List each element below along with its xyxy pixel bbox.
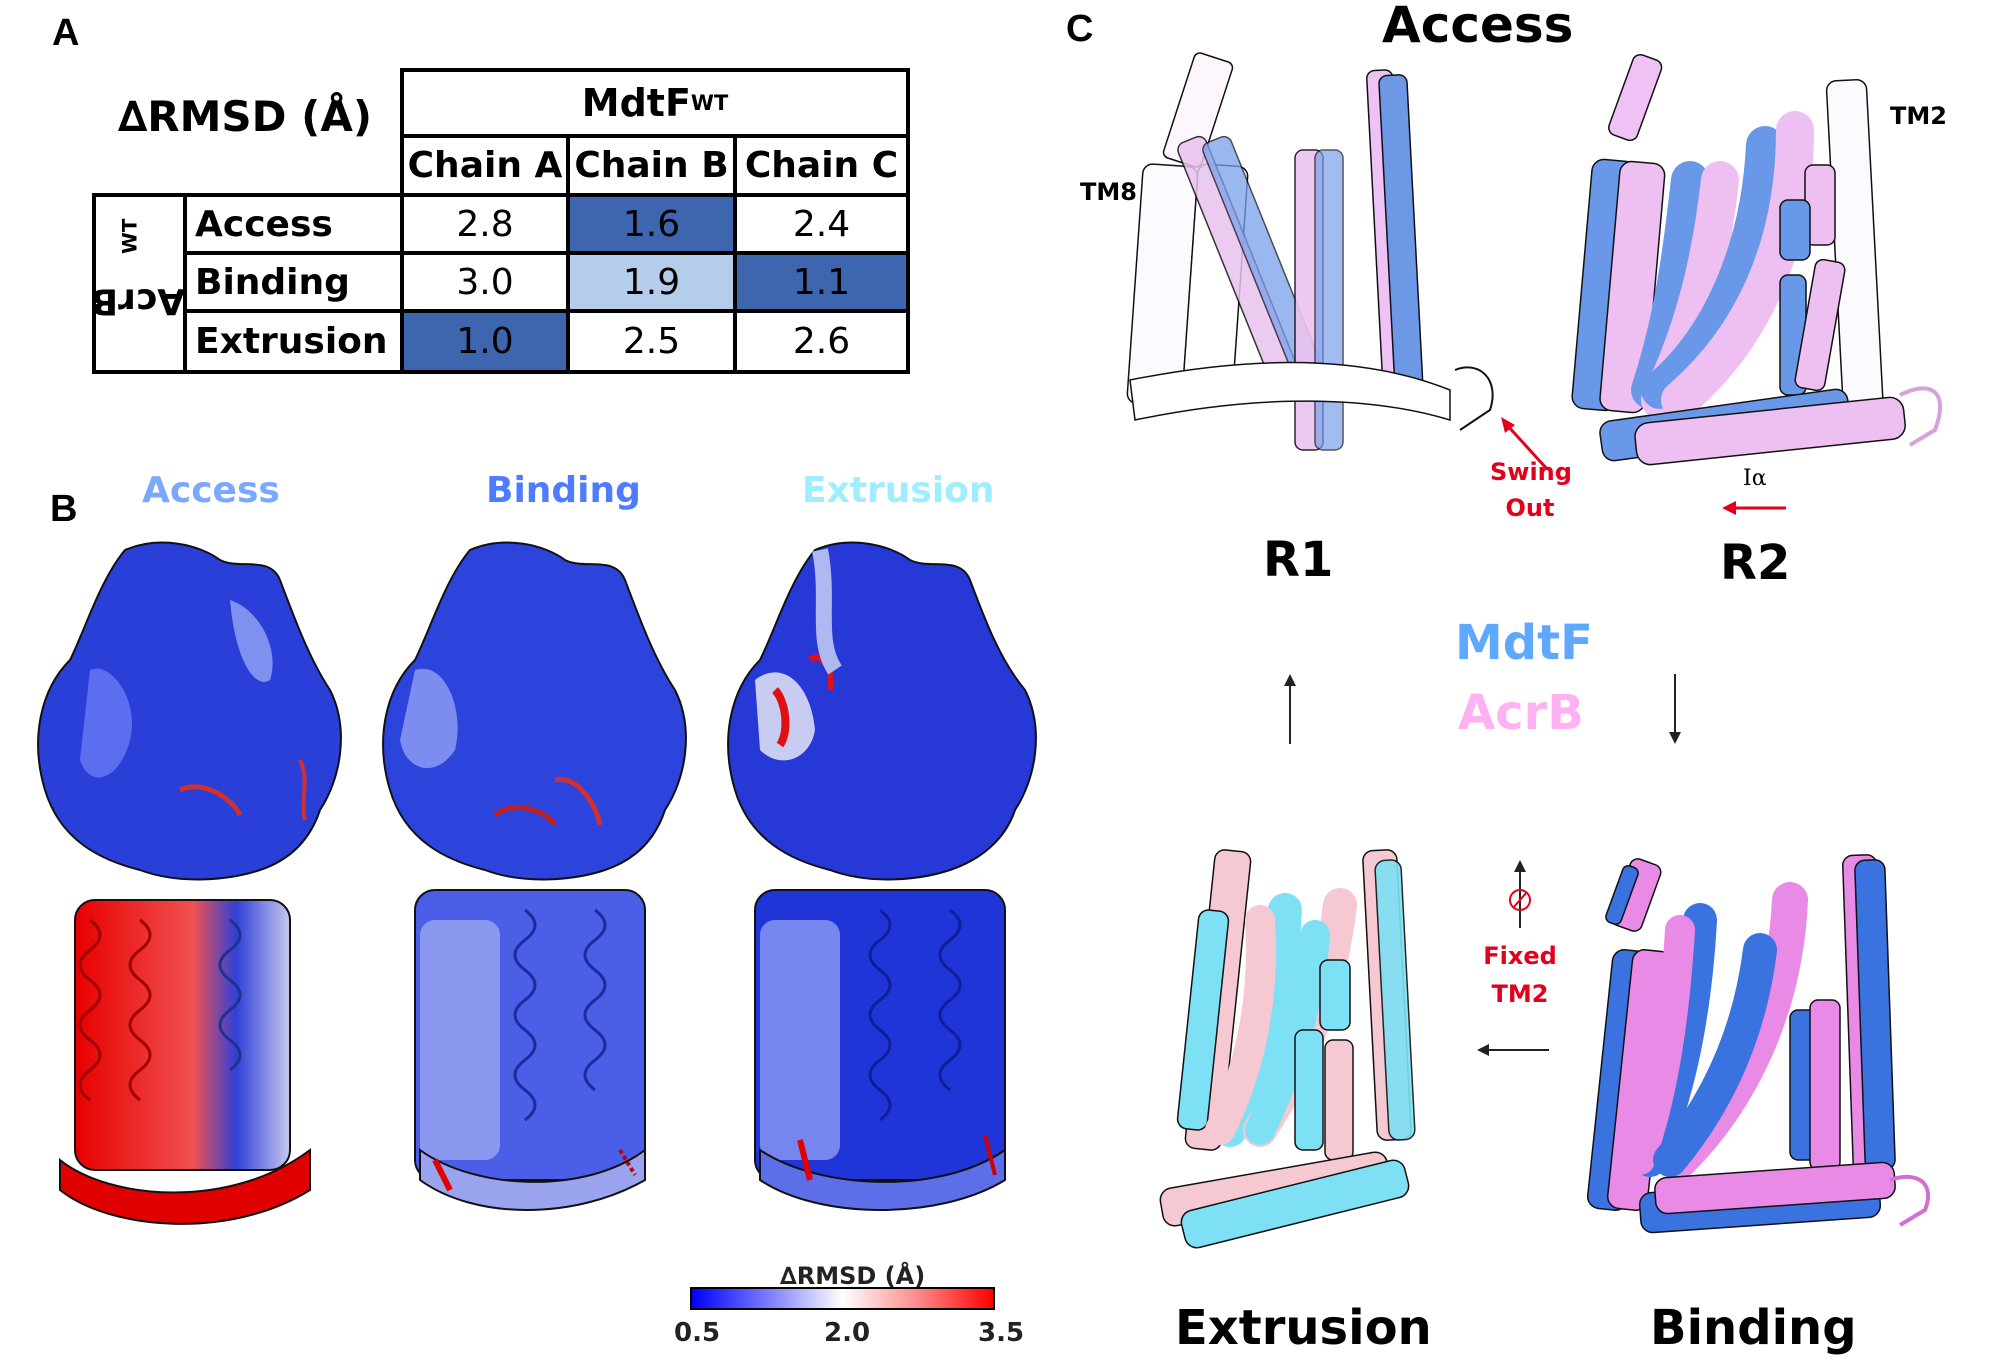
colorbar-mid-label: 2.0 xyxy=(824,1318,871,1348)
ialpha-label: Iα xyxy=(1743,466,1767,491)
fixed-tm2-label-line2: TM2 xyxy=(1491,980,1549,1008)
panel-b-letter: B xyxy=(50,488,78,530)
column-header-chain-b: Chain B xyxy=(566,134,737,197)
r2-label: R2 xyxy=(1720,535,1791,591)
cell-extrusion-chain-a: 1.0 xyxy=(400,309,570,374)
structure-access-image xyxy=(37,541,342,1225)
cell-binding-chain-c: 1.1 xyxy=(733,251,910,313)
colorbar xyxy=(690,1287,995,1310)
structure-title-access: Access xyxy=(142,470,280,511)
structure-title-extrusion: Extrusion xyxy=(802,470,995,511)
cycle-arrow-left-icon xyxy=(1477,1044,1549,1056)
fixed-tm2-prohibited-arrow-icon xyxy=(1509,860,1531,928)
cell-access-chain-b: 1.6 xyxy=(566,193,737,255)
extrusion-structure-image xyxy=(1159,849,1416,1249)
colorbar-min-label: 0.5 xyxy=(674,1318,721,1348)
column-group-superscript: WT xyxy=(690,91,729,115)
cell-access-chain-c: 2.4 xyxy=(733,193,910,255)
access-r1-structure-image xyxy=(1126,52,1494,451)
legend-acrb: AcrB xyxy=(1458,685,1584,741)
swing-out-label-line2: Out xyxy=(1505,494,1555,522)
row-label-extrusion: Extrusion xyxy=(183,309,404,374)
column-header-chain-a: Chain A xyxy=(400,134,570,197)
r1-label: R1 xyxy=(1263,532,1334,588)
cycle-arrow-down-icon xyxy=(1669,674,1681,744)
swing-out-label-line1: Swing xyxy=(1490,458,1572,486)
binding-state-label: Binding xyxy=(1650,1300,1857,1356)
cell-extrusion-chain-b: 2.5 xyxy=(566,309,737,374)
cell-extrusion-chain-c: 2.6 xyxy=(733,309,910,374)
tm2-label: TM2 xyxy=(1890,102,1947,130)
tm8-label: TM8 xyxy=(1080,178,1137,206)
row-group-superscript: WT xyxy=(118,218,142,254)
swing-out-arrow-icon xyxy=(1501,417,1549,471)
column-group-name: MdtF xyxy=(581,81,691,125)
extrusion-state-label: Extrusion xyxy=(1175,1300,1432,1356)
structure-binding-image xyxy=(382,541,687,1211)
row-label-access: Access xyxy=(183,193,404,255)
cell-binding-chain-a: 3.0 xyxy=(400,251,570,313)
structure-title-binding: Binding xyxy=(486,470,641,511)
colorbar-title: ∆RMSD (Å) xyxy=(780,1262,926,1290)
access-r2-structure-image xyxy=(1571,53,1942,466)
row-group-label: AcrB WT xyxy=(90,193,185,374)
binding-structure-image xyxy=(1586,854,1931,1234)
ialpha-arrow-icon xyxy=(1722,501,1786,515)
colorbar-max-label: 3.5 xyxy=(978,1318,1025,1348)
structure-extrusion-image xyxy=(727,541,1037,1211)
row-group-name: AcrB xyxy=(90,280,185,322)
row-label-binding: Binding xyxy=(183,251,404,313)
legend-mdtf: MdtF xyxy=(1455,615,1593,671)
panel-a-letter: A xyxy=(52,12,80,54)
cycle-arrow-up-icon xyxy=(1284,674,1296,744)
column-header-chain-c: Chain C xyxy=(733,134,910,197)
access-title: Access xyxy=(1382,0,1574,54)
table-corner-title: ∆RMSD (Å) xyxy=(118,92,373,141)
panel-c-letter: C xyxy=(1066,8,1094,50)
cell-binding-chain-b: 1.9 xyxy=(566,251,737,313)
fixed-tm2-label-line1: Fixed xyxy=(1483,942,1557,970)
cell-access-chain-a: 2.8 xyxy=(400,193,570,255)
